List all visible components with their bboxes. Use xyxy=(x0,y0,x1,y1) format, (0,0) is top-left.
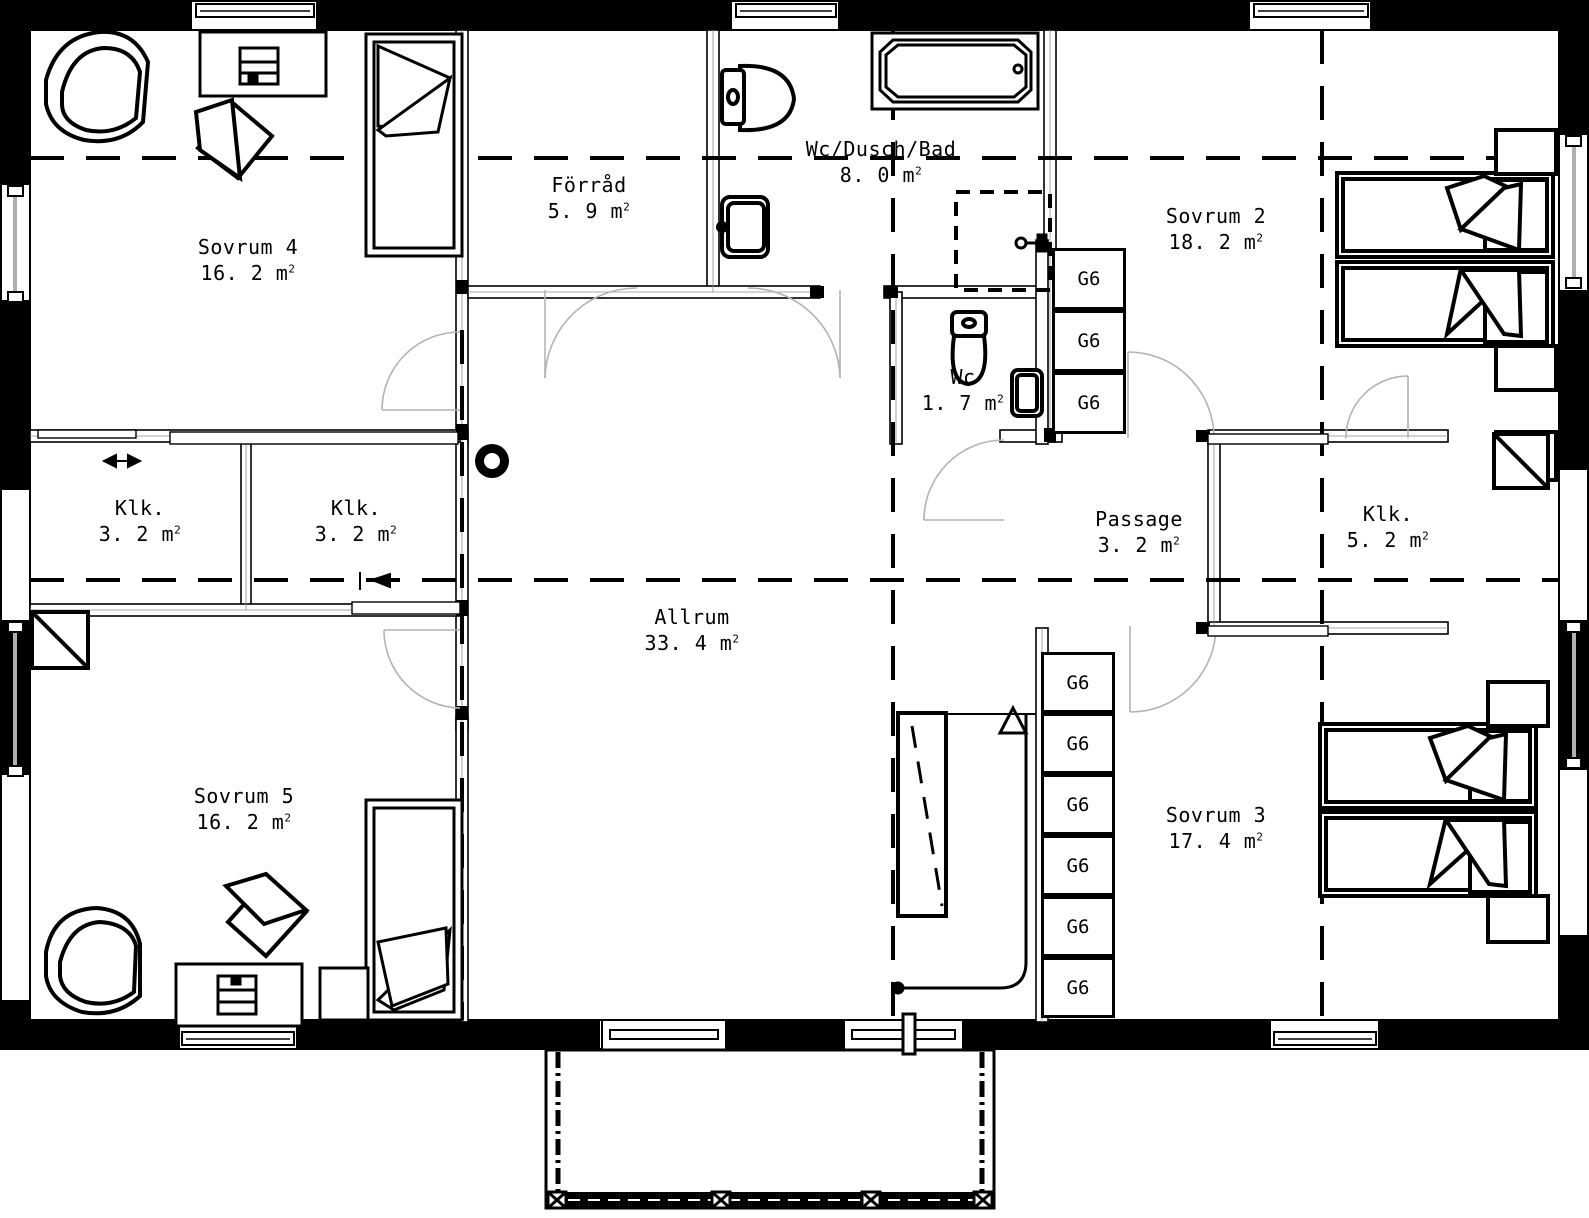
room-area: 5. 2 m2 xyxy=(1346,528,1430,552)
room-label-allrum: Allrum 33. 4 m2 xyxy=(592,604,792,656)
windows xyxy=(13,142,1576,770)
cabinet-g6: G6 xyxy=(1041,774,1115,835)
wardrobe-sovrum4-doorswing xyxy=(375,43,453,138)
room-area: 3. 2 m2 xyxy=(1097,533,1181,557)
room-name: Wc xyxy=(950,365,976,389)
room-label-klk-2: Klk. 3. 2 m2 xyxy=(266,495,446,547)
room-name: Klk. xyxy=(330,496,382,520)
room-name: Klk. xyxy=(114,496,166,520)
staircase-handrail xyxy=(891,714,1028,995)
entry-porch-post xyxy=(546,1190,994,1210)
room-area: 16. 2 m2 xyxy=(200,261,296,285)
armchair-sovrum4 xyxy=(44,29,151,144)
shower-mixer xyxy=(1014,233,1048,253)
chair-sovrum5 xyxy=(222,871,310,959)
cabinet-g6: G6 xyxy=(1041,713,1115,774)
corner-closet-right xyxy=(1492,432,1550,490)
room-label-sovrum2: Sovrum 2 18. 2 m2 xyxy=(1116,203,1316,255)
cabinet-g6: G6 xyxy=(1041,896,1115,957)
patio-door-left xyxy=(601,1019,727,1051)
cabinet-g6: G6 xyxy=(1041,652,1115,713)
room-name: Sovrum 5 xyxy=(193,784,295,808)
room-area: 18. 2 m2 xyxy=(1168,230,1264,254)
chair-sovrum4 xyxy=(193,97,275,183)
room-label-klk-1: Klk. 3. 2 m2 xyxy=(50,495,230,547)
room-name: Sovrum 4 xyxy=(197,235,299,259)
wardrobe-extension-sovrum5 xyxy=(318,966,370,1022)
cabinet-g6: G6 xyxy=(1041,957,1115,1018)
corner-closet-left-upper xyxy=(30,610,90,670)
toilet-bathroom xyxy=(720,63,797,133)
window-frames xyxy=(7,135,1582,777)
cabinet-g6: G6 xyxy=(1052,248,1126,310)
room-area: 17. 4 m2 xyxy=(1168,829,1264,853)
bed-sovrum2-upper-duvet xyxy=(1444,173,1549,253)
room-label-wc: Wc 1. 7 m2 xyxy=(873,364,1053,416)
cabinet-g6: G6 xyxy=(1052,372,1126,434)
entry-porch-edges xyxy=(555,1052,985,1202)
entry-porch xyxy=(544,1048,996,1210)
room-area: 5. 9 m2 xyxy=(547,199,631,223)
nightstand-sovrum3 xyxy=(1486,680,1550,944)
room-area: 16. 2 m2 xyxy=(196,810,292,834)
room-name: Förråd xyxy=(551,173,627,197)
round-column xyxy=(475,444,509,478)
toilet-wc xyxy=(950,310,988,387)
sliding-door-arrows xyxy=(101,453,391,590)
washbasin-bathroom xyxy=(716,195,770,259)
room-area: 3. 2 m2 xyxy=(314,522,398,546)
cabinet-g6: G6 xyxy=(1052,310,1126,372)
room-area: 1. 7 m2 xyxy=(921,391,1005,415)
room-name: Wc/Dusch/Bad xyxy=(805,137,957,161)
bed-sovrum2-lower-duvet xyxy=(1443,266,1549,344)
room-area: 3. 2 m2 xyxy=(98,522,182,546)
bed-sovrum3-lower-duvet xyxy=(1426,816,1532,894)
bathtub xyxy=(870,31,1040,111)
sliding-closet-doors xyxy=(37,429,1329,637)
entry-porch-column xyxy=(901,1012,917,1056)
desk-drawers-sovrum5 xyxy=(216,974,258,1016)
door-swings xyxy=(381,287,1409,1163)
bed-sovrum3-upper-duvet xyxy=(1427,723,1532,803)
cabinet-g6: G6 xyxy=(1041,835,1115,896)
room-name: Klk. xyxy=(1362,502,1414,526)
room-name: Sovrum 2 xyxy=(1165,204,1267,228)
staircase-up-arrow xyxy=(997,704,1029,735)
room-label-passage: Passage 3. 2 m2 xyxy=(1039,506,1239,558)
washbasin-wc xyxy=(1010,368,1044,418)
armchair-sovrum5 xyxy=(44,905,142,1016)
staircase-flight-line xyxy=(910,725,944,907)
room-label-sovrum4: Sovrum 4 16. 2 m2 xyxy=(148,234,348,286)
room-name: Passage xyxy=(1095,507,1183,531)
room-area: 33. 4 m2 xyxy=(644,631,740,655)
room-name: Sovrum 3 xyxy=(1165,803,1267,827)
room-label-forrad: Förråd 5. 9 m2 xyxy=(489,172,689,224)
room-label-sovrum3: Sovrum 3 17. 4 m2 xyxy=(1116,802,1316,854)
room-area: 8. 0 m2 xyxy=(839,163,923,187)
room-label-sovrum5: Sovrum 5 16. 2 m2 xyxy=(144,783,344,835)
room-label-wc-dusch-bad: Wc/Dusch/Bad 8. 0 m2 xyxy=(751,136,1011,188)
room-name: Allrum xyxy=(654,605,730,629)
wardrobe-sovrum5-doorswing xyxy=(375,926,452,1012)
room-label-klk-3: Klk. 5. 2 m2 xyxy=(1298,501,1478,553)
desk-drawers-sovrum4 xyxy=(238,46,280,86)
